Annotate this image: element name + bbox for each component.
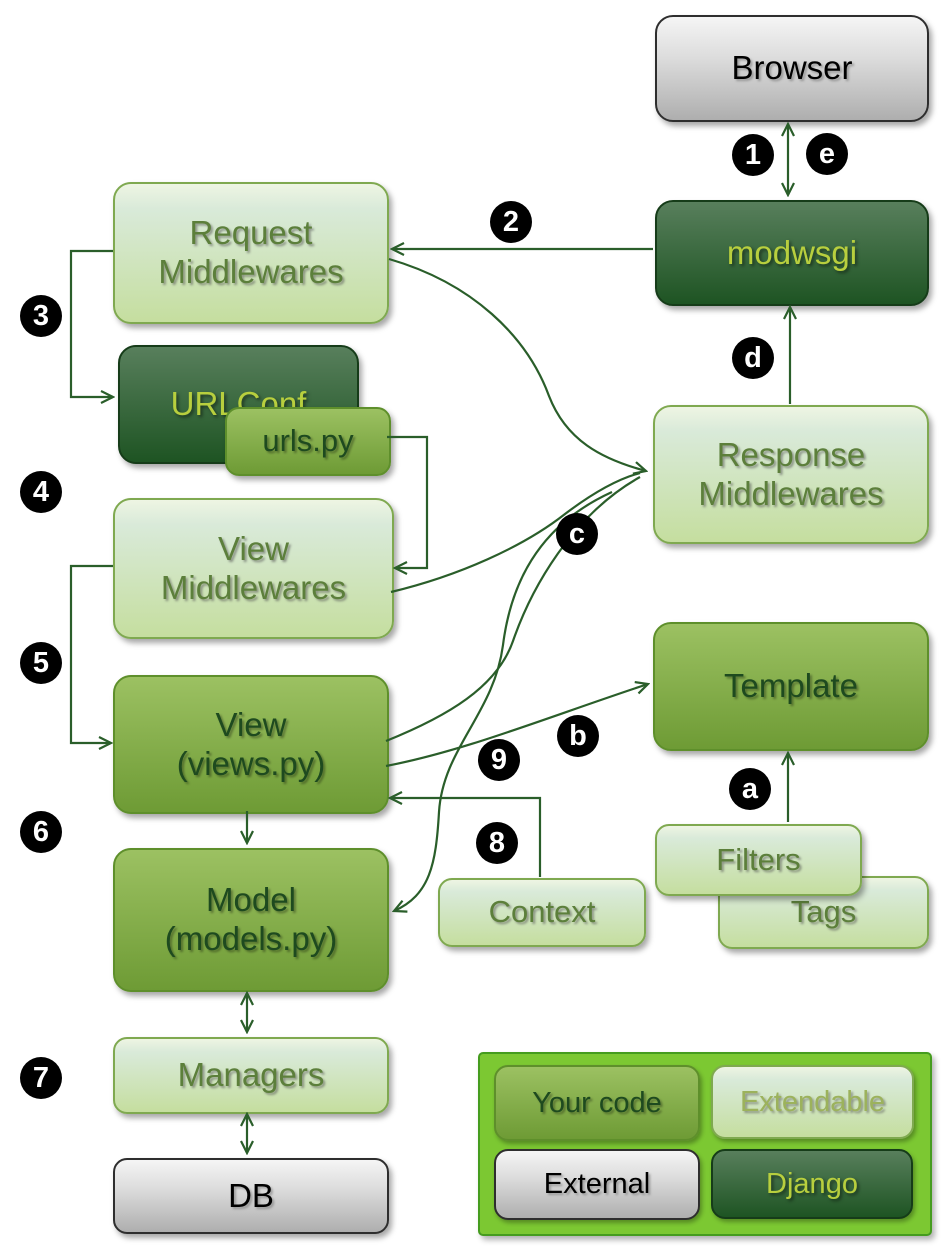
badge-step-5: 5 bbox=[20, 642, 62, 684]
badge-step-e: e bbox=[806, 133, 848, 175]
node-view-middlewares-line2: Middlewares bbox=[160, 568, 347, 606]
badge-step-1-label: 1 bbox=[744, 138, 762, 171]
badge-step-6: 6 bbox=[20, 811, 62, 853]
edge-view-response-middlewares bbox=[385, 476, 641, 743]
legend-external-label: External bbox=[543, 1168, 651, 1200]
badge-step-4: 4 bbox=[20, 471, 62, 513]
badge-step-a: a bbox=[729, 768, 771, 810]
badge-step-3-label: 3 bbox=[32, 299, 50, 332]
badge-step-e-label: e bbox=[818, 137, 836, 170]
legend-django-label: Django bbox=[766, 1167, 858, 1200]
node-model: Model (models.py) bbox=[113, 848, 389, 992]
node-db: DB bbox=[113, 1158, 389, 1234]
badge-step-2-label: 2 bbox=[502, 205, 520, 238]
edge-request-middlewares-urlconf bbox=[69, 249, 113, 397]
node-filters-label: Filters bbox=[716, 841, 801, 877]
badge-step-9-label: 9 bbox=[490, 743, 508, 776]
node-tags-label: Tags bbox=[790, 894, 857, 930]
legend-item-django: Django bbox=[711, 1149, 913, 1219]
node-view-line2: (views.py) bbox=[176, 744, 326, 782]
node-view-middlewares: View Middlewares bbox=[113, 498, 394, 639]
badge-step-6-label: 6 bbox=[32, 815, 50, 848]
badge-step-1: 1 bbox=[732, 134, 774, 176]
node-managers-label: Managers bbox=[177, 1056, 325, 1094]
badge-step-8: 8 bbox=[476, 822, 518, 864]
node-request-middlewares-line2: Middlewares bbox=[158, 253, 344, 290]
badge-step-5-label: 5 bbox=[32, 646, 50, 679]
node-browser: Browser bbox=[655, 15, 929, 122]
node-filters: Filters bbox=[655, 824, 862, 896]
legend-panel: Your code Extendable External Django bbox=[478, 1052, 932, 1236]
node-template: Template bbox=[653, 622, 929, 751]
node-request-middlewares-line1: Request bbox=[189, 214, 313, 252]
node-model-line2: (models.py) bbox=[164, 920, 338, 957]
badge-step-7: 7 bbox=[20, 1057, 62, 1099]
badge-step-9: 9 bbox=[478, 739, 520, 781]
badge-step-7-label: 7 bbox=[32, 1061, 50, 1094]
legend-item-external: External bbox=[494, 1149, 700, 1220]
badge-step-d: d bbox=[732, 337, 774, 379]
legend-extendable-label: Extendable bbox=[739, 1085, 886, 1118]
badge-step-2: 2 bbox=[490, 201, 532, 243]
badge-step-3: 3 bbox=[20, 295, 62, 337]
node-response-middlewares: Response Middlewares bbox=[653, 405, 929, 544]
node-modwsgi: modwsgi bbox=[655, 200, 929, 306]
node-urls-py: urls.py bbox=[225, 407, 391, 476]
node-browser-label: Browser bbox=[731, 49, 853, 87]
node-modwsgi-label: modwsgi bbox=[726, 233, 858, 271]
node-view-line1: View bbox=[215, 705, 287, 743]
badge-step-c: c bbox=[556, 513, 598, 555]
legend-your-code-label: Your code bbox=[532, 1086, 662, 1119]
node-context-label: Context bbox=[488, 894, 596, 930]
badge-step-c-label: c bbox=[568, 517, 586, 550]
node-request-middlewares: Request Middlewares bbox=[113, 182, 389, 324]
node-response-middlewares-line1: Response bbox=[716, 435, 866, 473]
badge-step-b-label: b bbox=[569, 719, 587, 752]
node-view-middlewares-line1: View bbox=[218, 529, 289, 567]
edge-view-middlewares-view bbox=[69, 564, 113, 743]
badge-step-d-label: d bbox=[744, 341, 762, 374]
badge-step-4-label: 4 bbox=[32, 475, 50, 508]
node-view: View (views.py) bbox=[113, 675, 389, 814]
legend-item-extendable: Extendable bbox=[711, 1065, 914, 1139]
badge-step-8-label: 8 bbox=[488, 826, 506, 859]
node-response-middlewares-line2: Middlewares bbox=[698, 474, 884, 512]
node-db-label: DB bbox=[228, 1176, 274, 1214]
legend-item-your-code: Your code bbox=[494, 1065, 700, 1141]
edge-request-middlewares-response-middlewares bbox=[388, 257, 646, 471]
node-context: Context bbox=[438, 878, 646, 947]
badge-step-a-label: a bbox=[741, 772, 759, 805]
badge-step-b: b bbox=[557, 715, 599, 757]
node-urls-py-label: urls.py bbox=[262, 423, 354, 459]
node-model-line1: Model bbox=[206, 881, 296, 919]
node-template-label: Template bbox=[724, 667, 858, 705]
edge-view-middlewares-response-middlewares bbox=[390, 471, 641, 594]
node-managers: Managers bbox=[113, 1037, 389, 1114]
